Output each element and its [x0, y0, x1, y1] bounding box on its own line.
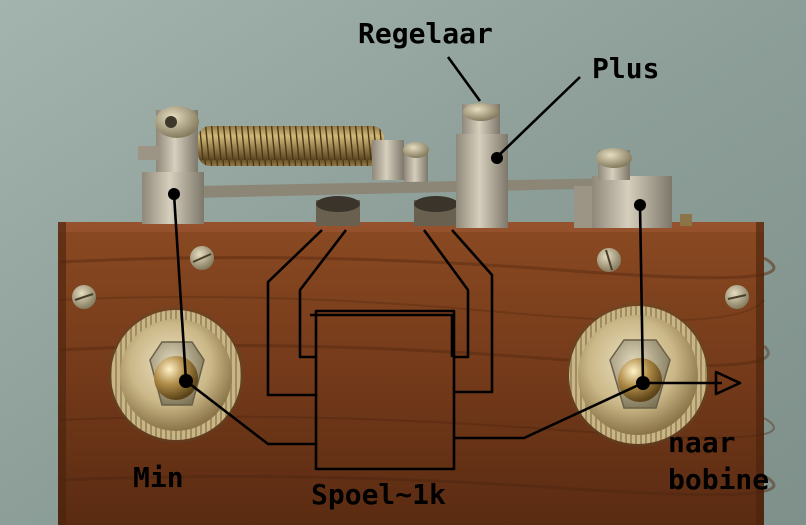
label-naar: naar: [668, 426, 736, 459]
wood-screw-left-top: [190, 246, 214, 270]
wood-screw-right: [725, 285, 749, 309]
label-min: Min: [133, 461, 184, 494]
arrow-right-icon: [643, 370, 742, 396]
interrupter-mechanism: [138, 103, 692, 228]
label-bobine: bobine: [668, 463, 770, 496]
label-spoel: Spoel~1k: [311, 478, 446, 511]
label-plus: Plus: [592, 52, 660, 85]
dot-plus-post: [634, 199, 646, 211]
dot-min-post: [168, 188, 180, 200]
terminal-min-knob: [108, 307, 244, 443]
wood-screw-left: [72, 285, 96, 309]
label-regelaar: Regelaar: [358, 17, 493, 50]
terminal-output-knob: [566, 303, 710, 447]
dot-regelaar: [491, 152, 503, 164]
dot-min-terminal: [179, 374, 193, 388]
wood-screw-right-top: [597, 248, 621, 272]
wiring-annotations: [172, 56, 645, 471]
